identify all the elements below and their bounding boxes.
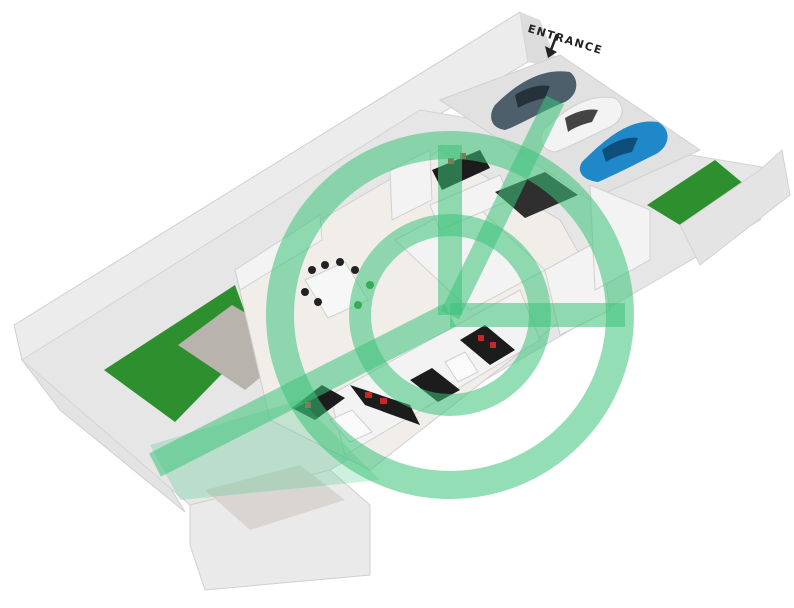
car-grey [491, 71, 577, 130]
sofa-living-4 [460, 325, 515, 365]
lower-terrace [189, 465, 371, 591]
car-white [540, 96, 623, 153]
sofa-living-1 [350, 385, 420, 425]
arrow-down-icon [545, 33, 559, 58]
car-blue [579, 121, 668, 182]
sofa-living-3 [410, 368, 460, 402]
coffee-table-2 [444, 351, 479, 383]
right-wall [679, 149, 791, 266]
logo-watermark [149, 95, 634, 499]
lawn-right [647, 160, 745, 225]
